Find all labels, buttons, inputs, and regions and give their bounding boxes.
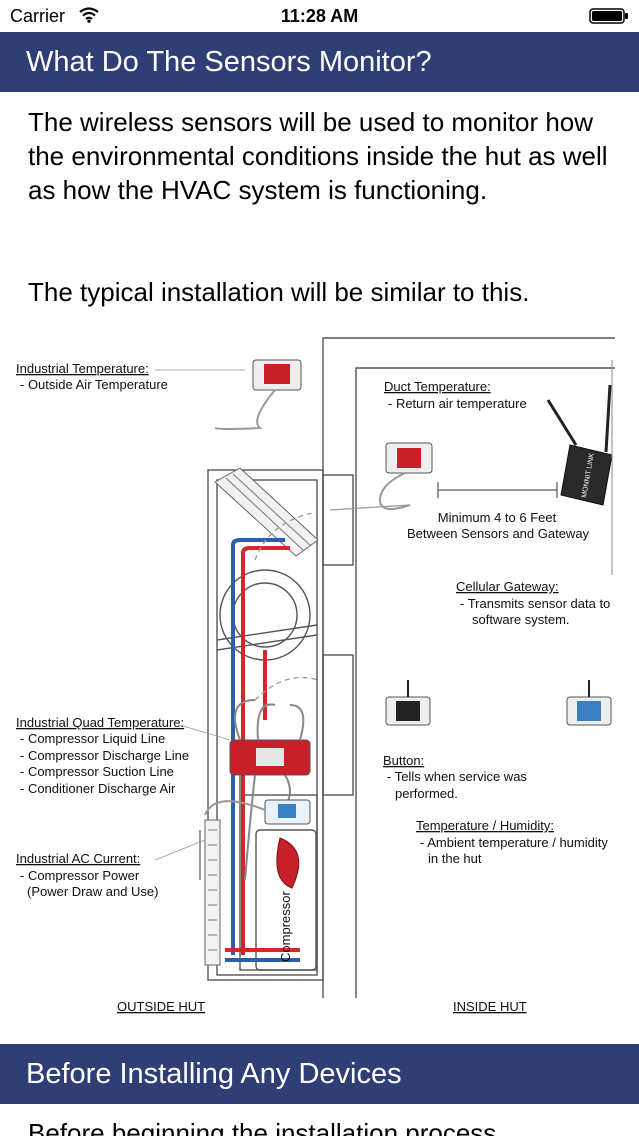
vent-grille [204, 467, 319, 966]
duct-temperature-title: Duct Temperature: [384, 379, 491, 394]
distance-note-line-2: Between Sensors and Gateway [407, 526, 590, 541]
temp-humidity-item-2: in the hut [428, 851, 482, 866]
ac-current-sensor [199, 799, 311, 889]
section-title: Before Installing Any Devices [26, 1057, 402, 1090]
cellular-gateway: MONNIT LINK [546, 384, 613, 506]
industrial-quad-item-1: - Compressor Liquid Line [20, 731, 165, 746]
before-installing-paragraph: Before beginning the installation proces… [28, 1118, 497, 1136]
cellular-gateway-item-1: - Transmits sensor data to [460, 596, 610, 611]
installation-diagram: Compressor MONNIT LINK [16, 337, 615, 1014]
clock: 11:28 AM [280, 6, 359, 26]
cellular-gateway-title: Cellular Gateway: [456, 579, 559, 594]
temp-humidity-item-1: - Ambient temperature / humidity [420, 835, 608, 850]
industrial-ac-item-2: (Power Draw and Use) [27, 884, 159, 899]
section-header-before-installing: Before Installing Any Devices [0, 1044, 639, 1104]
wifi-icon [79, 7, 99, 23]
inside-hut-label: INSIDE HUT [453, 999, 527, 1014]
distance-note-line-1: Minimum 4 to 6 Feet [438, 510, 557, 525]
industrial-quad-title: Industrial Quad Temperature: [16, 715, 184, 730]
industrial-quad-item-4: - Conditioner Discharge Air [20, 781, 176, 796]
button-sensor [385, 680, 431, 726]
duct-temperature-item: - Return air temperature [388, 396, 527, 411]
refrigerant-pipes [225, 538, 300, 962]
button-title: Button: [383, 753, 424, 768]
cellular-gateway-item-2: software system. [472, 612, 570, 627]
industrial-temperature-sensor [214, 359, 302, 430]
temperature-humidity-sensor [566, 680, 612, 726]
temp-humidity-title: Temperature / Humidity: [416, 818, 554, 833]
outside-hut-label: OUTSIDE HUT [117, 999, 205, 1014]
button-item-1: - Tells when service was [387, 769, 527, 784]
industrial-temperature-title: Industrial Temperature: [16, 361, 149, 376]
carrier-label: Carrier [10, 6, 66, 26]
industrial-ac-item-1: - Compressor Power [20, 868, 140, 883]
duct-temperature-sensor [378, 442, 433, 510]
compressor-label: Compressor [278, 891, 293, 962]
quad-temperature-sensor [229, 699, 311, 881]
industrial-quad-item-3: - Compressor Suction Line [20, 764, 174, 779]
status-bar: Carrier 11:28 AM [0, 0, 639, 32]
industrial-temperature-item: - Outside Air Temperature [20, 377, 168, 392]
distance-indicator [437, 482, 558, 498]
installation-paragraph: The typical installation will be similar… [28, 277, 530, 307]
industrial-quad-item-2: - Compressor Discharge Line [20, 748, 189, 763]
battery-icon [589, 8, 628, 24]
industrial-ac-title: Industrial AC Current: [16, 851, 140, 866]
section-header-sensors: What Do The Sensors Monitor? [0, 32, 639, 92]
button-item-2: performed. [395, 786, 458, 801]
section-title: What Do The Sensors Monitor? [26, 45, 432, 78]
intro-paragraph: The wireless sensors will be used to mon… [28, 107, 608, 205]
